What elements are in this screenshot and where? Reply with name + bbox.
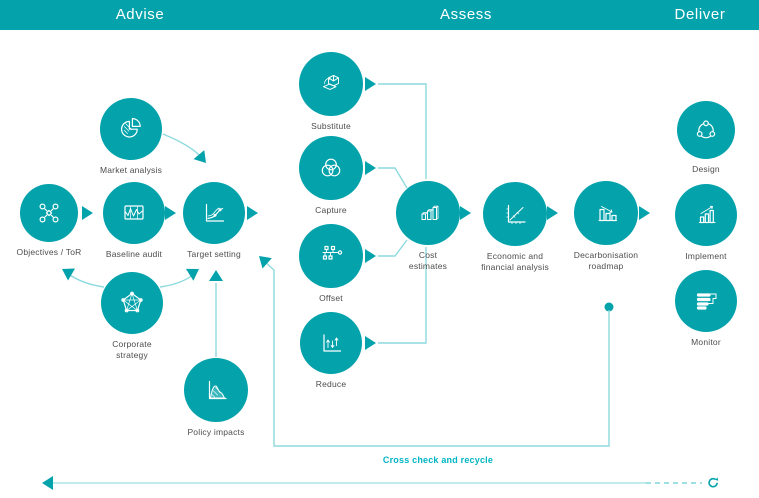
network-icon — [39, 203, 59, 223]
node-label: Decarbonisation roadmap — [573, 250, 639, 272]
node-substitute: Substitute — [281, 52, 381, 132]
recycle-icon — [708, 477, 719, 488]
node-label: Substitute — [311, 121, 351, 131]
node-label: Capture — [315, 205, 347, 215]
option-connectors — [378, 83, 427, 344]
dashboard-icon — [696, 293, 717, 310]
node-design: Design — [656, 101, 756, 175]
waveform-icon — [124, 205, 144, 220]
node-policy-impacts: Policy impacts — [166, 358, 266, 438]
node-economic-financial: Economic and financial analysis — [465, 182, 565, 273]
flow-arrowheads — [82, 77, 650, 350]
pentagon-star-icon — [121, 291, 143, 313]
trend-graph-icon — [506, 204, 526, 225]
curved-arrows — [62, 133, 223, 357]
node-label: Design — [692, 164, 720, 174]
node-cost-estimates: Cost estimates — [378, 181, 478, 272]
node-label: Target setting — [187, 249, 241, 259]
phase-bar: Advise Assess Deliver — [0, 0, 759, 30]
cycle-icon — [696, 120, 716, 139]
node-capture: Capture — [281, 136, 381, 216]
phase-advise: Advise — [115, 6, 165, 23]
node-label: Reduce — [315, 379, 347, 389]
bottom-recycle-arrow — [42, 476, 719, 490]
phase-assess: Assess — [440, 6, 492, 23]
node-market-analysis: Market analysis — [81, 98, 181, 176]
node-implement: Implement — [656, 184, 756, 262]
node-label: Baseline audit — [105, 249, 163, 259]
node-decarbonisation: Decarbonisation roadmap — [556, 181, 656, 272]
cross-check-label: Cross check and recycle — [382, 455, 494, 465]
cross-check-loop — [259, 256, 614, 447]
node-label: Offset — [319, 293, 343, 303]
arrows-axis-icon — [323, 334, 342, 352]
node-reduce: Reduce — [281, 312, 381, 390]
cubes-icon — [323, 75, 339, 90]
bar-chart-3d-icon — [421, 205, 439, 220]
loop-start-dot — [604, 302, 614, 312]
node-label: Cost estimates — [408, 250, 448, 272]
node-monitor: Monitor — [656, 270, 756, 348]
node-target-setting: Target setting — [164, 182, 264, 260]
node-label: Corporate strategy — [112, 339, 152, 361]
node-corporate-strategy: Corporate strategy — [82, 272, 182, 361]
node-label: Monitor — [691, 337, 721, 347]
node-label: Objectives / ToR — [16, 247, 82, 257]
distribution-curve-icon — [208, 380, 227, 400]
node-label: Implement — [685, 251, 727, 261]
org-tree-icon — [322, 245, 343, 260]
line-chart-icon — [205, 203, 225, 222]
declining-bars-icon — [598, 206, 617, 222]
venn-circles-icon — [321, 158, 341, 177]
rising-bars-icon — [699, 205, 716, 224]
node-offset: Offset — [281, 224, 381, 304]
node-baseline-audit: Baseline audit — [84, 182, 184, 260]
node-label: Market analysis — [99, 165, 163, 175]
pie-chart-icon — [121, 118, 141, 138]
phase-deliver: Deliver — [674, 6, 726, 23]
node-objectives-tor: Objectives / ToR — [0, 184, 99, 258]
node-label: Policy impacts — [187, 427, 245, 437]
node-label: Economic and financial analysis — [481, 251, 549, 273]
